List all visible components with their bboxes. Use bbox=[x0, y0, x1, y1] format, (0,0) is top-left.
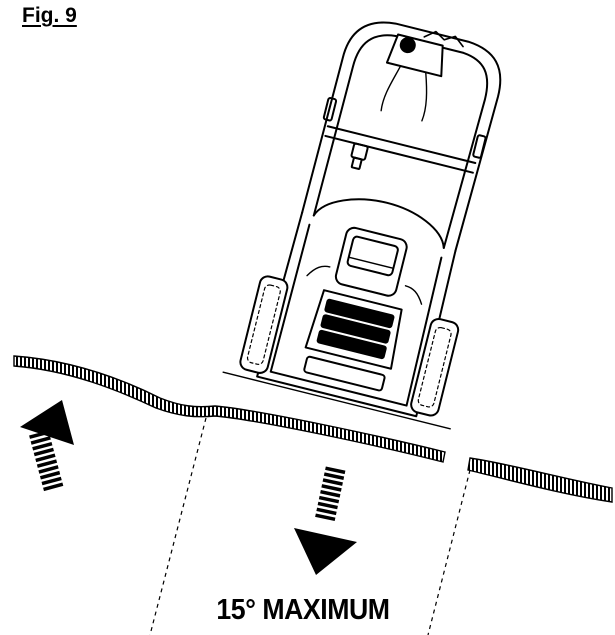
lawn-left-segment bbox=[13, 355, 446, 463]
left-boundary-line bbox=[149, 417, 207, 635]
slope-zone-boundaries bbox=[149, 417, 471, 635]
handle-control-box bbox=[380, 30, 464, 122]
safety-key-icon bbox=[350, 142, 369, 170]
right-boundary-line bbox=[427, 469, 471, 635]
mower-base-line bbox=[222, 371, 451, 430]
mower-wheels bbox=[239, 275, 460, 417]
lawn-mower-illustration bbox=[222, 21, 502, 430]
up-arrow-icon bbox=[20, 400, 74, 492]
figure-label: Fig. 9 bbox=[22, 4, 77, 27]
down-arrow-icon bbox=[294, 466, 357, 575]
lawn-right-segment bbox=[467, 457, 613, 503]
ground-strip bbox=[13, 355, 613, 503]
max-slope-caption: 15° MAXIMUM bbox=[216, 594, 390, 626]
